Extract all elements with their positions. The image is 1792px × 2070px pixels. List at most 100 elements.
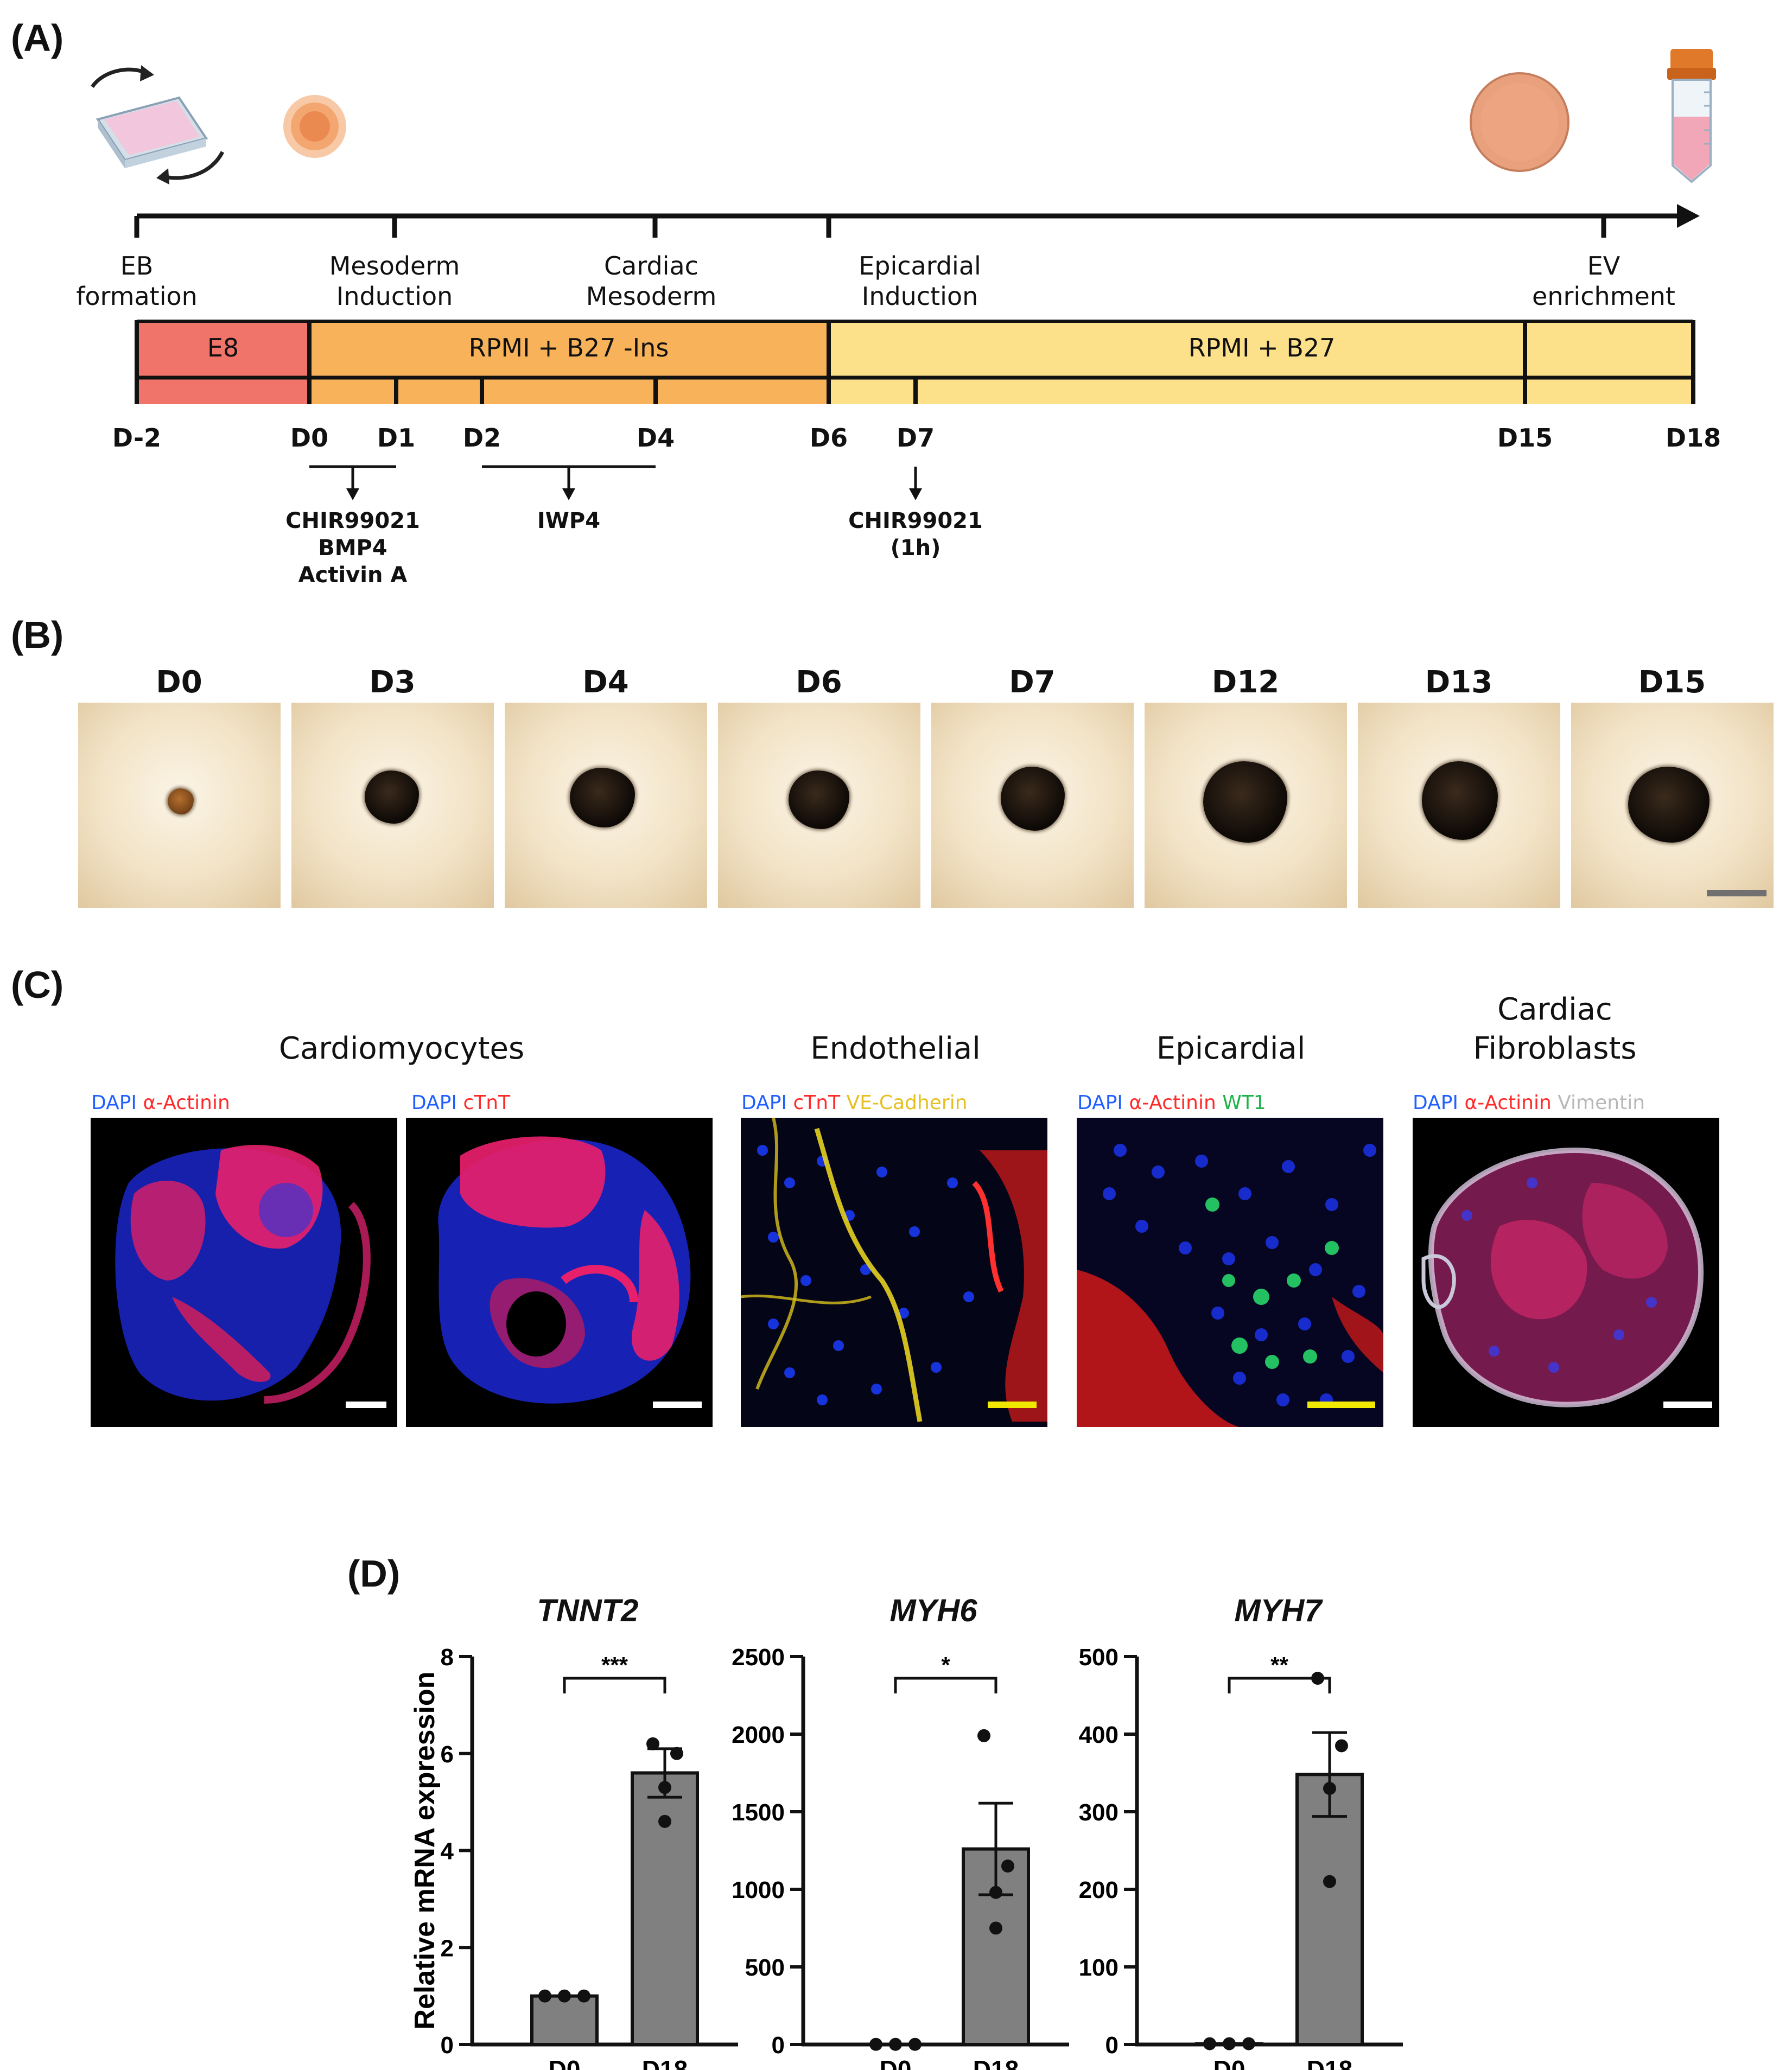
data-point xyxy=(1223,2037,1236,2050)
stain-label: DAPI xyxy=(741,1092,787,1114)
bf-day-title: D15 xyxy=(1638,665,1706,700)
if-image-cardiac-fibroblasts xyxy=(1413,1118,1719,1427)
brightfield-image xyxy=(505,703,707,908)
brightfield-image xyxy=(1145,703,1347,908)
brightfield-image xyxy=(931,703,1134,908)
if-image-cardiomyocytes-ctnt xyxy=(406,1118,713,1427)
timeline-graphic xyxy=(91,49,1716,500)
stain-legend: DAPI cTnT VE-Cadherin xyxy=(741,1092,968,1114)
panel-label-a: (A) xyxy=(11,17,64,59)
stain-label: α-Actinin xyxy=(143,1092,230,1114)
stain-label: VE-Cadherin xyxy=(846,1092,968,1114)
chart-title-myh6: MYH6 xyxy=(889,1593,977,1628)
significance-bracket xyxy=(1228,1677,1331,1693)
stain-label: cTnT xyxy=(463,1092,511,1114)
stain-label: cTnT xyxy=(793,1092,841,1114)
data-point xyxy=(989,1886,1002,1899)
cell-type-cardiac-fibroblasts: Cardiac Fibroblasts xyxy=(1473,992,1637,1066)
day-label: D0 xyxy=(290,423,329,453)
x-tick-label: D0 xyxy=(880,2055,912,2070)
stain-label: α-Actinin xyxy=(1129,1092,1216,1114)
data-point xyxy=(670,1747,683,1760)
data-point xyxy=(908,2037,922,2051)
brightfield-image xyxy=(78,703,281,908)
cell-type-cardiomyocytes: Cardiomyocytes xyxy=(278,1031,525,1066)
data-point xyxy=(989,1921,1002,1935)
stain-legend: DAPI α-Actinin xyxy=(91,1092,230,1114)
brightfield-image xyxy=(1571,703,1774,908)
x-tick-label: D18 xyxy=(973,2055,1019,2070)
scale-bar xyxy=(653,1402,702,1408)
panel-label-b: (B) xyxy=(11,614,64,656)
y-tick-label: 500 xyxy=(1079,1644,1119,1671)
data-point xyxy=(1323,1875,1336,1888)
embryoid-body-icon xyxy=(283,95,346,158)
y-tick-label: 500 xyxy=(745,1954,785,1981)
chart-title-myh7: MYH7 xyxy=(1234,1593,1322,1628)
cell-type-epicardial: Epicardial xyxy=(1156,1031,1306,1066)
day-label: D-2 xyxy=(112,423,162,453)
data-point xyxy=(658,1814,671,1828)
bf-day-title: D0 xyxy=(156,665,202,700)
organoid-icon xyxy=(1470,72,1569,172)
stain-legend: DAPI α-Actinin WT1 xyxy=(1077,1092,1266,1114)
stage-cardiac-mesoderm: Cardiac Mesoderm xyxy=(586,251,717,311)
day-label: D1 xyxy=(377,423,416,453)
significance-stars: ** xyxy=(1270,1652,1288,1678)
bf-day-title: D13 xyxy=(1425,665,1493,700)
y-tick-label: 1000 xyxy=(732,1877,785,1903)
day-label: D4 xyxy=(636,423,675,453)
significance-stars: *** xyxy=(601,1652,628,1678)
data-point xyxy=(1323,1782,1336,1795)
well-plate-icon xyxy=(91,65,225,184)
stage-mesoderm-induction: Mesoderm Induction xyxy=(329,251,460,311)
data-point xyxy=(1203,2037,1216,2050)
stain-label: DAPI xyxy=(91,1092,137,1114)
brightfield-image xyxy=(1358,703,1560,908)
bf-day-title: D12 xyxy=(1211,665,1280,700)
stain-label: WT1 xyxy=(1222,1092,1266,1114)
data-point xyxy=(558,1989,571,2003)
bar xyxy=(631,1771,699,2046)
stain-label: DAPI xyxy=(1077,1092,1123,1114)
bf-day-title: D4 xyxy=(582,665,629,700)
scale-bar xyxy=(988,1402,1037,1408)
bf-day-title: D3 xyxy=(369,665,416,700)
y-tick-label: 0 xyxy=(441,2032,454,2059)
cell-type-endothelial: Endothelial xyxy=(810,1031,981,1066)
day-label: D6 xyxy=(809,423,848,453)
data-point xyxy=(889,2037,902,2051)
stage-ev-enrichment: EV enrichment xyxy=(1532,251,1675,311)
brightfield-image xyxy=(291,703,494,908)
stain-label: α-Actinin xyxy=(1464,1092,1552,1114)
y-tick-label: 2500 xyxy=(732,1644,785,1671)
scale-bar xyxy=(1707,890,1766,896)
significance-stars: * xyxy=(941,1652,950,1678)
y-tick-label: 300 xyxy=(1079,1799,1119,1826)
significance-bracket xyxy=(894,1677,997,1693)
stage-eb-formation: EB formation xyxy=(76,251,198,311)
significance-bracket xyxy=(563,1677,666,1693)
bf-day-title: D6 xyxy=(796,665,842,700)
bf-day-title: D7 xyxy=(1009,665,1056,700)
stain-label: DAPI xyxy=(1413,1092,1459,1114)
panel-label-c: (C) xyxy=(11,964,64,1006)
falcon-tube-icon xyxy=(1667,49,1716,183)
chart-title-tnnt2: TNNT2 xyxy=(537,1593,639,1628)
if-image-endothelial xyxy=(741,1118,1047,1427)
day-label: D15 xyxy=(1497,423,1553,453)
data-point xyxy=(1335,1739,1348,1753)
treatment-iwp4: IWP4 xyxy=(537,508,601,533)
x-tick-label: D0 xyxy=(549,2055,581,2070)
scale-bar xyxy=(346,1402,386,1408)
y-tick-label: 4 xyxy=(441,1838,454,1865)
data-point xyxy=(977,1729,990,1742)
data-point xyxy=(577,1989,590,2003)
bar xyxy=(1295,1773,1364,2047)
y-tick-label: 100 xyxy=(1079,1954,1119,1981)
x-tick-label: D0 xyxy=(1213,2055,1245,2070)
data-point xyxy=(1242,2037,1255,2050)
stain-label: DAPI xyxy=(411,1092,457,1114)
y-tick-label: 8 xyxy=(441,1644,454,1671)
